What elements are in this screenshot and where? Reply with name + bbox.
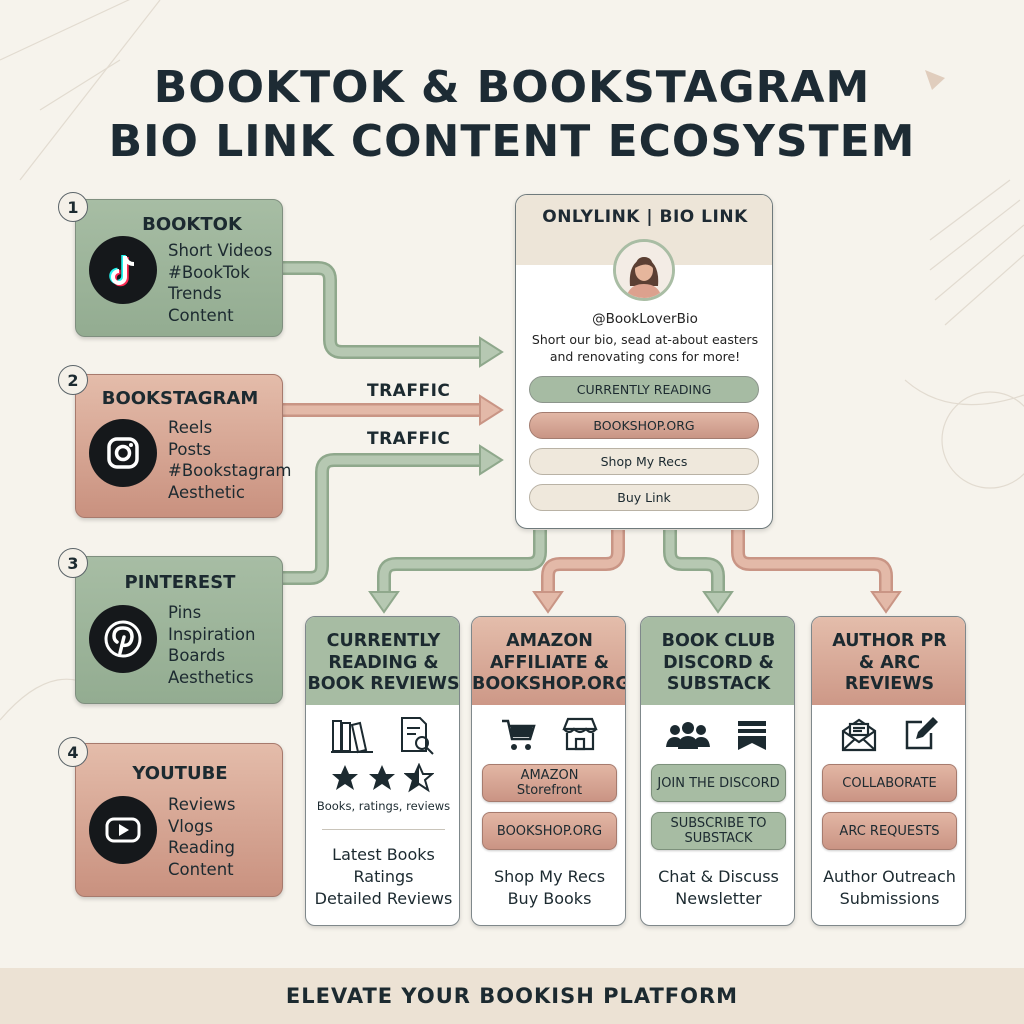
- footer-band: [0, 968, 1024, 1024]
- rating-stars: [330, 763, 440, 793]
- instagram-icon: [89, 419, 157, 487]
- destination-header: [472, 617, 625, 705]
- footer-tagline: ELEVATE YOUR BOOKISH PLATFORM: [285, 984, 739, 1008]
- source-name: YOUTUBE: [132, 763, 228, 784]
- destination-footer: Author Outreach Submissions: [823, 867, 956, 908]
- step-number-4: 4: [58, 737, 88, 767]
- destination-title: BOOK CLUB DISCORD & SUBSTACK: [661, 631, 776, 694]
- traffic-label-2: TRAFFIC: [367, 429, 451, 449]
- mail-icon: [841, 718, 877, 752]
- destination-title: CURRENTLY READING & BOOK REVIEWS: [307, 631, 460, 694]
- source-line: Aesthetics: [168, 667, 254, 687]
- source-line: Reels: [168, 418, 213, 437]
- source-name: PINTEREST: [124, 572, 236, 593]
- destination-card-reviews: CURRENTLY READING & BOOK REVIEWS Books, …: [305, 616, 460, 926]
- page-title-line-1: BOOKTOK & BOOKSTAGRAM: [153, 62, 871, 113]
- source-line: Content: [168, 305, 234, 325]
- collaborate-button[interactable]: COLLABORATE: [822, 764, 957, 802]
- source-line: Inspiration: [168, 624, 256, 644]
- storefront-icon: [562, 717, 598, 751]
- destination-card-community: BOOK CLUB DISCORD & SUBSTACK JOIN THE DI…: [640, 616, 795, 926]
- source-card-booktok: BOOKTOK Short Videos #BookTok Trends Con…: [75, 199, 283, 337]
- bio-description: Short our bio, sead at-about easters and…: [531, 332, 759, 364]
- destination-header: [641, 617, 794, 705]
- bookshop-button[interactable]: BOOKSHOP.ORG: [482, 812, 617, 850]
- source-name: BOOKTOK: [142, 214, 242, 235]
- document-search-icon: [401, 717, 434, 755]
- star-icon: [332, 765, 358, 790]
- bio-handle: @BookLoverBio: [592, 311, 698, 327]
- source-lines: Pins Inspiration Boards Aesthetics: [168, 602, 255, 688]
- bio-card-title: ONLYLINK | BIO LINK: [542, 207, 748, 227]
- source-card-youtube: YOUTUBE Reviews Vlogs Reading Content: [75, 743, 283, 897]
- destination-footer: Chat & Discuss Newsletter: [658, 867, 779, 908]
- join-discord-button[interactable]: JOIN THE DISCORD: [651, 764, 786, 802]
- source-line: #Bookstagram: [168, 461, 292, 480]
- subscribe-substack-button[interactable]: SUBSCRIBE TO SUBSTACK: [651, 812, 786, 850]
- source-lines: Reviews Vlogs Reading Content: [168, 794, 235, 880]
- page-title-line-2: BIO LINK CONTENT ECOSYSTEM: [108, 116, 916, 167]
- source-line: Reviews: [168, 795, 236, 814]
- arc-requests-button[interactable]: ARC REQUESTS: [822, 812, 957, 850]
- source-line: #BookTok: [168, 262, 250, 282]
- edit-icon: [905, 717, 938, 750]
- source-line: Boards: [168, 646, 226, 665]
- step-number-3: 3: [58, 548, 88, 578]
- source-card-pinterest: PINTEREST Pins Inspiration Boards Aesthe…: [75, 556, 283, 704]
- half-star-icon: [404, 763, 434, 793]
- star-icon: [369, 765, 395, 790]
- source-line: Aesthetic: [168, 482, 245, 502]
- community-icon: [666, 722, 710, 749]
- source-lines: Reels Posts #Bookstagram Aesthetic: [168, 417, 292, 503]
- destination-header: [812, 617, 965, 705]
- cart-icon: [502, 719, 536, 750]
- avatar: [613, 239, 675, 301]
- source-line: Reading: [168, 838, 235, 857]
- source-line: Posts: [168, 439, 212, 459]
- bio-link-shop-my-recs[interactable]: Shop My Recs: [529, 448, 759, 475]
- destination-caption: Books, ratings, reviews: [316, 799, 451, 813]
- books-icon: [331, 720, 373, 754]
- destination-header: [306, 617, 459, 705]
- step-number-1: 1: [58, 192, 88, 222]
- source-line: Content: [168, 859, 234, 879]
- tiktok-icon: [89, 236, 157, 304]
- youtube-icon: [89, 796, 157, 864]
- step-number-2: 2: [58, 365, 88, 395]
- newsletter-icon: [738, 721, 766, 750]
- bio-link-card: ONLYLINK | BIO LINK @BookLoverBio Short …: [515, 194, 773, 529]
- source-line: Vlogs: [168, 816, 214, 836]
- destination-title: AMAZON AFFILIATE & BOOKSHOP.ORG: [472, 631, 626, 694]
- source-line: Short Videos: [168, 241, 273, 260]
- source-card-bookstagram: BOOKSTAGRAM Reels Posts #Bookstagram Aes…: [75, 374, 292, 518]
- divider: [322, 829, 445, 830]
- amazon-storefront-button[interactable]: AMAZON Storefront: [482, 764, 617, 802]
- destination-title: AUTHOR PR & ARC REVIEWS: [832, 631, 947, 694]
- destination-footer: Latest Books Ratings Detailed Reviews: [314, 845, 453, 908]
- pinterest-icon: [89, 605, 157, 673]
- source-lines: Short Videos #BookTok Trends Content: [168, 240, 272, 326]
- destination-card-author-pr: AUTHOR PR & ARC REVIEWS COLLABORATE ARC …: [811, 616, 966, 926]
- destination-card-affiliate: AMAZON AFFILIATE & BOOKSHOP.ORG AMAZON S…: [471, 616, 626, 926]
- bio-link-bookshop[interactable]: BOOKSHOP.ORG: [529, 412, 759, 439]
- destination-footer: Shop My Recs Buy Books: [493, 867, 606, 908]
- source-name: BOOKSTAGRAM: [101, 388, 259, 409]
- source-line: Trends: [168, 284, 222, 303]
- traffic-label-1: TRAFFIC: [367, 381, 451, 401]
- bio-link-buy-link[interactable]: Buy Link: [529, 484, 759, 511]
- source-line: Pins: [168, 603, 202, 622]
- bio-link-currently-reading[interactable]: CURRENTLY READING: [529, 376, 759, 403]
